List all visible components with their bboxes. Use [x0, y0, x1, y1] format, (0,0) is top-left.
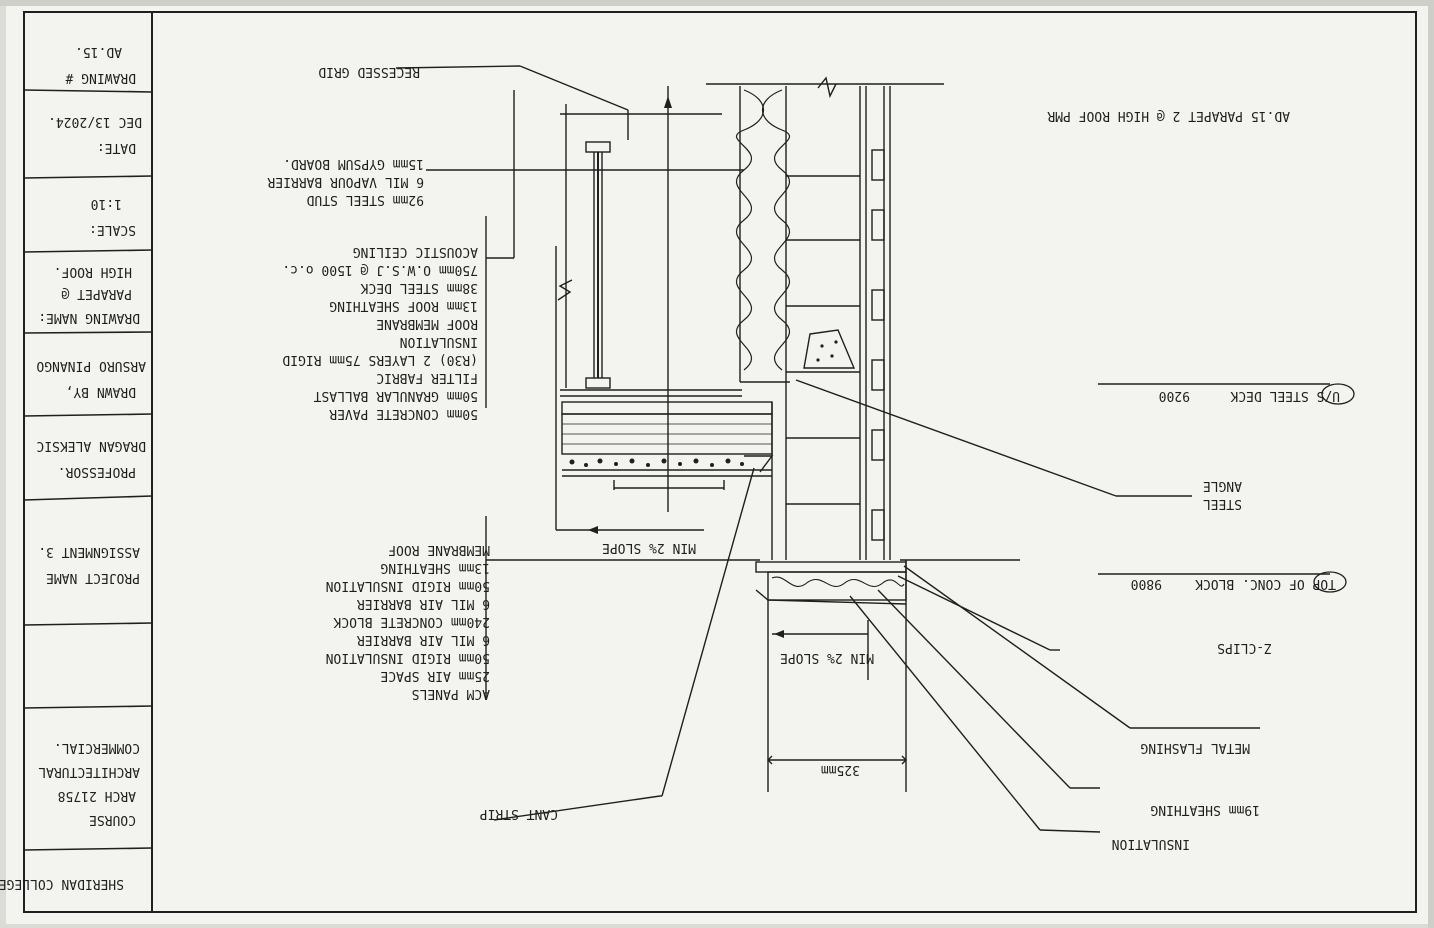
- svg-text:Z-CLIPS: Z-CLIPS: [1217, 640, 1272, 655]
- svg-text:6 MIL VAPOUR BARRIER: 6 MIL VAPOUR BARRIER: [267, 174, 424, 189]
- course-label: COURSE: [89, 812, 136, 827]
- label-wall-assembly: ACM PANELS 25mm AIR SPACE 50mm RIGID INS…: [326, 542, 490, 701]
- svg-text:50mm RIGID INSULATION: 50mm RIGID INSULATION: [326, 650, 490, 665]
- label-dimension: 325mm: [821, 762, 860, 777]
- elevation-tag-block: 9800 TOP OF CONC. BLOCK: [1131, 571, 1347, 593]
- svg-text:ACM PANELS: ACM PANELS: [412, 686, 490, 701]
- title-block-professor: PROFESSOR. DRAGAN ALEKSIC: [36, 438, 146, 479]
- paper: [6, 4, 1430, 924]
- drawing-name-line-2: HIGH ROOF.: [54, 264, 132, 279]
- svg-text:ANGLE: ANGLE: [1203, 478, 1242, 493]
- title-block-drawn-by: DRAWN BY, ARSURO PINANGO: [36, 358, 146, 399]
- svg-text:FILTER FABRIC: FILTER FABRIC: [376, 370, 478, 385]
- label-metal-flashing: METAL FLASHING: [1140, 740, 1250, 755]
- date-value: DEC 13/2024.: [48, 114, 142, 129]
- title-block-grid: [23, 89, 153, 851]
- project-value: ASSIGNMENT 3.: [38, 544, 140, 559]
- drawn-by-value: ARSURO PINANGO: [36, 358, 146, 373]
- drawing-no-value: AD.15.: [75, 44, 122, 59]
- svg-text:MEMBRANE ROOF: MEMBRANE ROOF: [388, 542, 490, 557]
- title-block-drawing-name: DRAWING NAME: PARAPET @ HIGH ROOF.: [38, 264, 140, 325]
- title-block-project: PROJECT NAME ASSIGNMENT 3.: [38, 544, 140, 585]
- svg-text:19mm SHEATHING: 19mm SHEATHING: [1150, 802, 1260, 817]
- scale-value: 1:10: [91, 196, 122, 211]
- svg-text:STEEL: STEEL: [1203, 496, 1242, 511]
- svg-text:AD.15 PARAPET 2 @ HIGH ROOF PM: AD.15 PARAPET 2 @ HIGH ROOF PMR: [1047, 108, 1290, 123]
- svg-text:ACOUSTIC CEILING: ACOUSTIC CEILING: [353, 244, 478, 259]
- label-cap-slope: MIN 2% SLOPE: [780, 650, 874, 665]
- label-roof-assembly: 50mm CONCRETE PAVER 50mm GRANULAR BALLAS…: [282, 244, 478, 421]
- svg-text:325mm: 325mm: [821, 762, 860, 777]
- section-linework: [395, 65, 1330, 833]
- svg-text:RECESSED GRID: RECESSED GRID: [318, 64, 420, 79]
- drawing-name-label: DRAWING NAME:: [38, 310, 140, 325]
- svg-text:92mm STEEL STUD: 92mm STEEL STUD: [306, 192, 424, 207]
- svg-text:CANT STRIP: CANT STRIP: [480, 806, 558, 821]
- svg-text:ROOF MEMBRANE: ROOF MEMBRANE: [376, 316, 478, 331]
- project-label: PROJECT NAME: [46, 570, 140, 585]
- svg-text:INSULATION: INSULATION: [1112, 836, 1190, 851]
- title-block-date: DATE: DEC 13/2024.: [48, 114, 142, 155]
- svg-text:TOP OF CONC. BLOCK: TOP OF CONC. BLOCK: [1195, 576, 1336, 591]
- svg-text:METAL FLASHING: METAL FLASHING: [1140, 740, 1250, 755]
- course-line-2: ARCHITECTURAL: [38, 764, 140, 779]
- svg-text:MIN 2% SLOPE: MIN 2% SLOPE: [780, 650, 874, 665]
- svg-text:9800: 9800: [1131, 576, 1162, 591]
- svg-text:13mm SHEATHING: 13mm SHEATHING: [380, 560, 490, 575]
- drawn-by-label: DRAWN BY,: [66, 384, 136, 399]
- ballast-gravel: [569, 340, 838, 467]
- svg-text:15mm GYPSUM BOARD.: 15mm GYPSUM BOARD.: [283, 156, 424, 171]
- title-block-school: SHERIDAN COLLEGE.: [0, 876, 124, 891]
- elevation-tag-deck: 9200 U/S STEEL DECK: [1159, 383, 1355, 405]
- label-z-clips: Z-CLIPS: [1217, 640, 1272, 655]
- label-ceiling: 92mm STEEL STUD 6 MIL VAPOUR BARRIER 15m…: [267, 156, 424, 207]
- svg-text:750mm O.W.S.J @ 1500 o.c.: 750mm O.W.S.J @ 1500 o.c.: [282, 262, 478, 277]
- label-insulation: INSULATION: [1112, 836, 1190, 851]
- drawing-no-label: DRAWING #: [65, 70, 136, 85]
- svg-text:50mm GRANULAR BALLAST: 50mm GRANULAR BALLAST: [313, 388, 478, 403]
- svg-text:38mm STEEL DECK: 38mm STEEL DECK: [360, 280, 478, 295]
- svg-text:13mm ROOF SHEATHING: 13mm ROOF SHEATHING: [329, 298, 478, 313]
- school-name: SHERIDAN COLLEGE.: [0, 876, 124, 891]
- label-cant-strip: CANT STRIP: [480, 806, 558, 821]
- course-line-1: ARCH 21758: [58, 788, 136, 803]
- date-label: DATE:: [97, 140, 136, 155]
- svg-text:(R30) 2 LAYERS 75mm RIGID: (R30) 2 LAYERS 75mm RIGID: [282, 352, 478, 367]
- svg-text:INSULATION: INSULATION: [400, 334, 478, 349]
- svg-text:6 MIL AIR BARRIER: 6 MIL AIR BARRIER: [357, 596, 490, 611]
- title-block-scale: SCALE: 1:10: [89, 196, 136, 237]
- label-steel-angle: STEEL ANGLE: [1203, 478, 1242, 511]
- svg-text:240mm CONCRETE BLOCK: 240mm CONCRETE BLOCK: [333, 614, 490, 629]
- label-sheathing: 19mm SHEATHING: [1150, 802, 1260, 817]
- svg-text:50mm RIGID INSULATION: 50mm RIGID INSULATION: [326, 578, 490, 593]
- label-recessed-grid: RECESSED GRID: [318, 64, 420, 79]
- svg-text:25mm AIR SPACE: 25mm AIR SPACE: [380, 668, 490, 683]
- professor-value: DRAGAN ALEKSIC: [36, 438, 146, 453]
- drawing-title: AD.15 PARAPET 2 @ HIGH ROOF PMR: [1047, 108, 1290, 123]
- professor-label: PROFESSOR.: [58, 464, 136, 479]
- svg-text:U/S STEEL DECK: U/S STEEL DECK: [1230, 388, 1340, 403]
- sheet-border: [23, 11, 1417, 913]
- scale-label: SCALE:: [89, 222, 136, 237]
- svg-text:9200: 9200: [1159, 388, 1190, 403]
- label-roof-slope: MIN 2% SLOPE: [602, 540, 696, 555]
- svg-text:MIN 2% SLOPE: MIN 2% SLOPE: [602, 540, 696, 555]
- drawing-name-line-1: PARAPET @: [61, 286, 132, 301]
- title-block-course: COURSE ARCH 21758 ARCHITECTURAL COMMERCI…: [38, 740, 140, 827]
- arrowheads: [588, 96, 784, 638]
- svg-text:50mm CONCRETE PAVER: 50mm CONCRETE PAVER: [329, 406, 478, 421]
- title-block-drawing-no: DRAWING # AD.15.: [65, 44, 136, 85]
- svg-text:6 MIL AIR BARRIER: 6 MIL AIR BARRIER: [357, 632, 490, 647]
- course-line-3: COMMERCIAL.: [54, 740, 140, 755]
